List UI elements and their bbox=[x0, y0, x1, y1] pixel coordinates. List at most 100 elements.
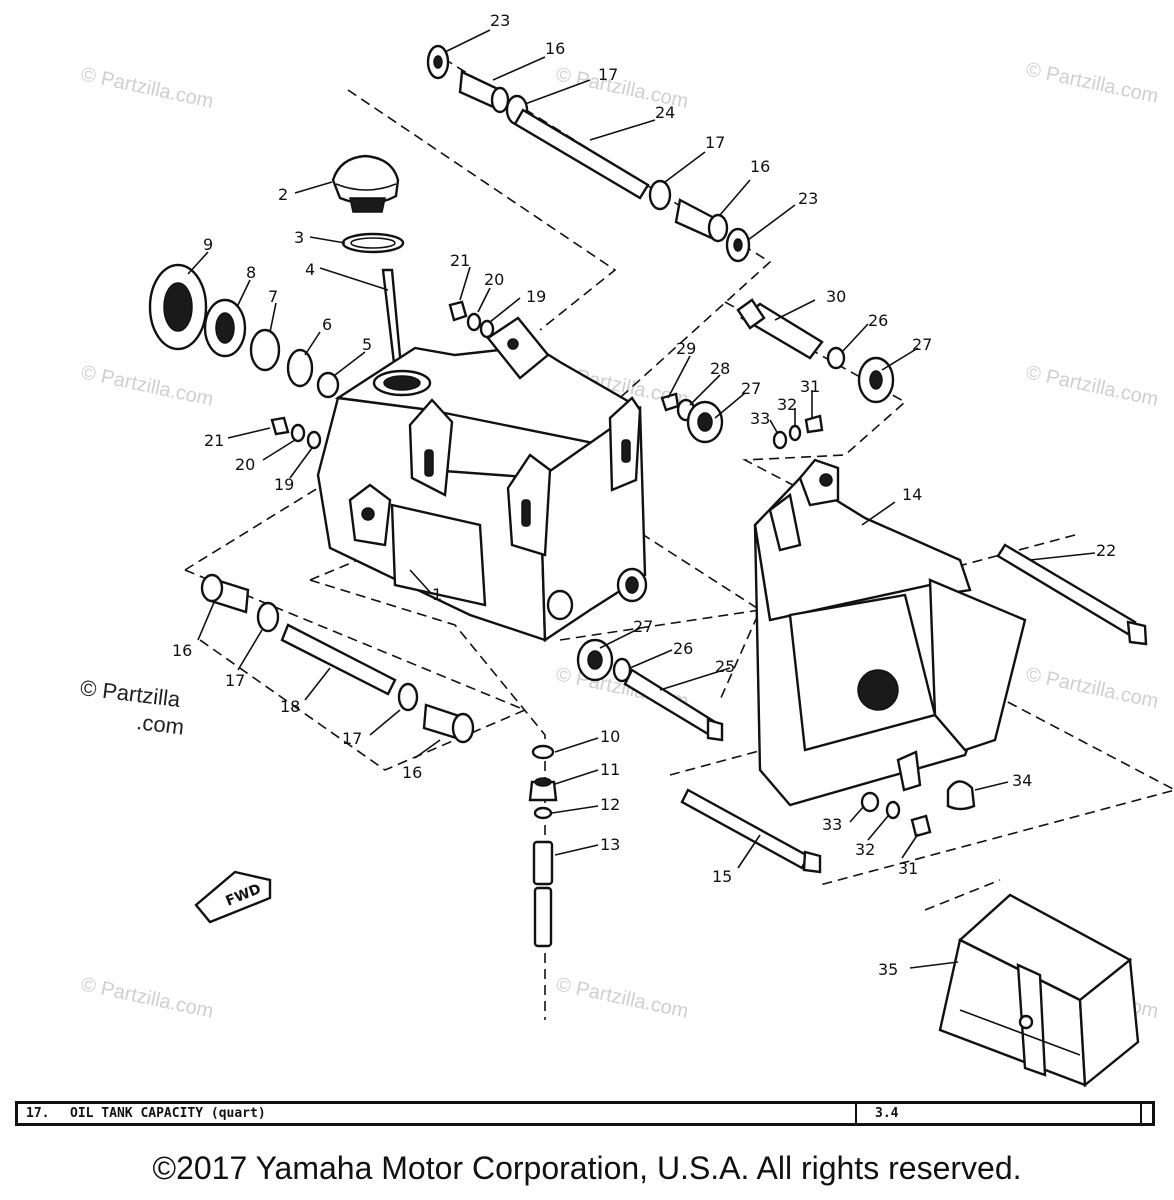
case-bracket-left bbox=[768, 492, 802, 552]
mount-bracket-top bbox=[486, 316, 550, 380]
oil-tank-1 bbox=[316, 316, 648, 643]
washer-19-lower bbox=[306, 430, 322, 450]
bolt-15 bbox=[680, 788, 822, 874]
callout-27-lower: 27 bbox=[633, 617, 653, 636]
watermark: © Partzilla.com bbox=[1024, 361, 1160, 411]
filler-cap-thread bbox=[349, 197, 386, 213]
bolt-22-head bbox=[1126, 620, 1148, 646]
callout-labels: 23 16 17 24 17 16 23 2 3 4 9 8 7 6 5 21 … bbox=[172, 11, 1116, 979]
spec-value: 3.4 bbox=[857, 1104, 1142, 1123]
bushing-16-top-flange bbox=[490, 86, 510, 114]
washer-20-lower bbox=[290, 423, 306, 443]
bushing-16-right-flange bbox=[451, 712, 475, 744]
bushing-16-left-flange bbox=[200, 573, 224, 603]
callout-17-top: 17 bbox=[598, 65, 618, 84]
callout-9: 9 bbox=[203, 235, 213, 254]
bolt-29 bbox=[660, 392, 680, 412]
washer-26-upper bbox=[826, 346, 846, 370]
nut-21-upper bbox=[448, 300, 468, 322]
shaft-18 bbox=[280, 623, 397, 696]
washer-19-upper bbox=[479, 319, 495, 339]
callout-31-upper: 31 bbox=[800, 377, 820, 396]
callout-14: 14 bbox=[902, 485, 922, 504]
upper-axle-assembly bbox=[426, 44, 751, 263]
callout-18: 18 bbox=[280, 697, 300, 716]
callout-23-mid: 23 bbox=[798, 189, 818, 208]
callout-21-lower: 21 bbox=[204, 431, 224, 450]
callout-26-upper: 26 bbox=[868, 311, 888, 330]
spec-number: 17. bbox=[26, 1106, 50, 1121]
forward-arrow: FWD bbox=[194, 870, 272, 924]
callout-1: 1 bbox=[432, 585, 442, 604]
callout-20-upper: 20 bbox=[484, 270, 504, 289]
ring-6 bbox=[286, 348, 314, 388]
callout-22: 22 bbox=[1096, 541, 1116, 560]
bolt-31-upper bbox=[804, 414, 824, 434]
callout-8: 8 bbox=[246, 263, 256, 282]
callout-17-mid: 17 bbox=[705, 133, 725, 152]
callout-25: 25 bbox=[715, 657, 735, 676]
leader-lines bbox=[187, 29, 1096, 969]
callout-17-left: 17 bbox=[225, 671, 245, 690]
bolt-25-head bbox=[706, 718, 724, 742]
lower-bolt-assembly bbox=[576, 638, 724, 742]
collar-23-lower-hole bbox=[733, 238, 743, 252]
washer-17-lower bbox=[648, 179, 672, 211]
collar-23-top-hole bbox=[433, 55, 443, 69]
watermark: © Partzilla.com bbox=[79, 361, 215, 411]
callout-4: 4 bbox=[305, 260, 315, 279]
washer-17-left bbox=[256, 601, 280, 633]
callout-28: 28 bbox=[710, 359, 730, 378]
case-lower-hardware bbox=[860, 780, 976, 838]
bushing-16-lower-flange bbox=[707, 213, 729, 243]
callout-19-lower: 19 bbox=[274, 475, 294, 494]
callout-30: 30 bbox=[826, 287, 846, 306]
callout-7: 7 bbox=[268, 287, 278, 306]
callout-15: 15 bbox=[712, 867, 732, 886]
callout-16-left: 16 bbox=[172, 641, 192, 660]
callout-19-upper: 19 bbox=[526, 287, 546, 306]
washer-33-lower bbox=[860, 791, 880, 813]
bolt-15-head bbox=[802, 850, 822, 874]
fastener-set-lower bbox=[270, 416, 322, 450]
washer-20-upper bbox=[466, 312, 482, 332]
watermark: © Partzilla.com bbox=[1024, 663, 1160, 713]
watermark: © Partzilla.com bbox=[79, 973, 215, 1023]
lower-axle-assembly bbox=[200, 573, 475, 744]
filler-neck-hole bbox=[383, 375, 421, 391]
callout-33-lower: 33 bbox=[822, 815, 842, 834]
callout-16-mid: 16 bbox=[750, 157, 770, 176]
seal-9-inner bbox=[163, 282, 193, 332]
inspection-window bbox=[390, 503, 487, 607]
clamp-12 bbox=[533, 806, 553, 820]
washer-33-upper bbox=[772, 430, 788, 450]
callout-31-lower: 31 bbox=[898, 859, 918, 878]
case-hole bbox=[857, 669, 899, 711]
ring-7 bbox=[249, 328, 281, 372]
exploded-parts-diagram: © Partzilla.com © Partzilla.com © Partzi… bbox=[79, 11, 1174, 1088]
watermark: © Partzilla.com bbox=[1024, 58, 1160, 108]
callout-24: 24 bbox=[655, 103, 675, 122]
fwd-arrow-shape bbox=[194, 870, 272, 924]
callout-13: 13 bbox=[600, 835, 620, 854]
callout-2: 2 bbox=[278, 185, 288, 204]
callout-21-upper: 21 bbox=[450, 251, 470, 270]
callout-5: 5 bbox=[362, 335, 372, 354]
callout-33-upper: 33 bbox=[750, 409, 770, 428]
drain-hose-assembly bbox=[528, 744, 558, 948]
case-foot bbox=[896, 750, 922, 792]
tank-mount-hardware bbox=[660, 392, 824, 450]
gasket-3 bbox=[341, 232, 405, 254]
callout-6: 6 bbox=[322, 315, 332, 334]
callout-32-lower: 32 bbox=[855, 840, 875, 859]
callout-16-right: 16 bbox=[402, 763, 422, 782]
upper-right-bolt-assembly bbox=[736, 298, 895, 404]
callout-12: 12 bbox=[600, 795, 620, 814]
grommet-34 bbox=[946, 780, 976, 811]
washer-26-lower bbox=[612, 657, 632, 683]
callout-29: 29 bbox=[676, 339, 696, 358]
bolt-31-lower bbox=[910, 814, 932, 838]
callout-3: 3 bbox=[294, 228, 304, 247]
bag-buckle bbox=[1018, 1014, 1034, 1030]
hose-13-extension bbox=[533, 886, 553, 948]
